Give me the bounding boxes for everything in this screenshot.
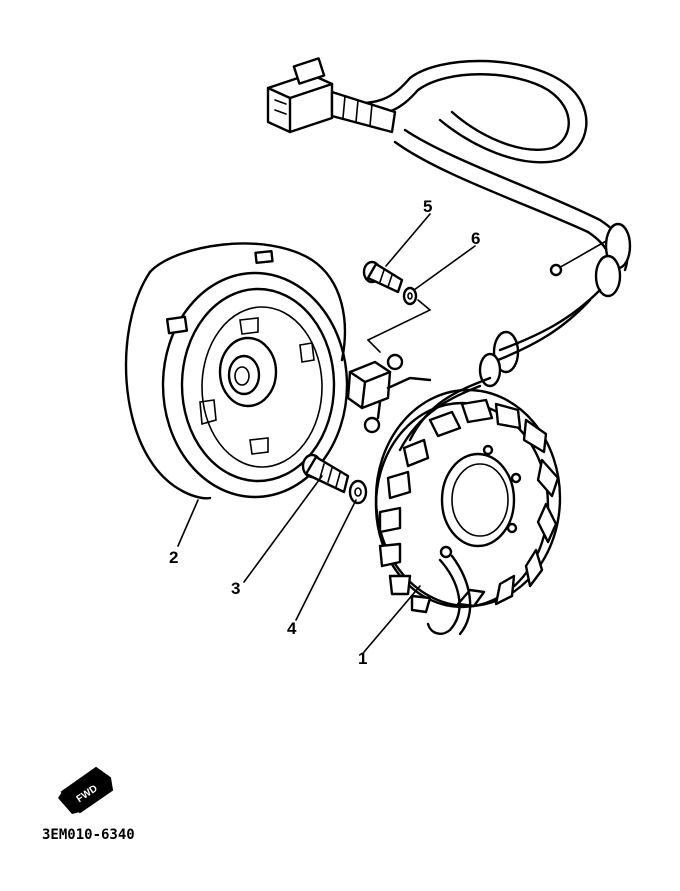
washer-part-4 (348, 479, 368, 505)
leader-lines (177, 213, 476, 653)
stator-assembly (374, 388, 562, 636)
bolt-part-3 (301, 453, 350, 494)
rotor-flywheel (124, 242, 349, 500)
wire-harness (328, 59, 632, 452)
callout-5: 5 (423, 197, 432, 216)
callout-2: 2 (169, 548, 178, 567)
callout-4: 4 (287, 619, 297, 638)
stator-coils (378, 398, 560, 614)
part-code: 3EM010-6340 (42, 827, 135, 843)
wire-connector (266, 57, 397, 134)
forward-arrow-badge: FWD (58, 766, 114, 814)
washer-part-6 (402, 286, 418, 306)
pickup-coil (346, 353, 432, 434)
callout-6: 6 (471, 229, 480, 248)
screw-part-5 (362, 260, 404, 294)
callout-3: 3 (231, 579, 240, 598)
callout-1: 1 (358, 649, 367, 668)
